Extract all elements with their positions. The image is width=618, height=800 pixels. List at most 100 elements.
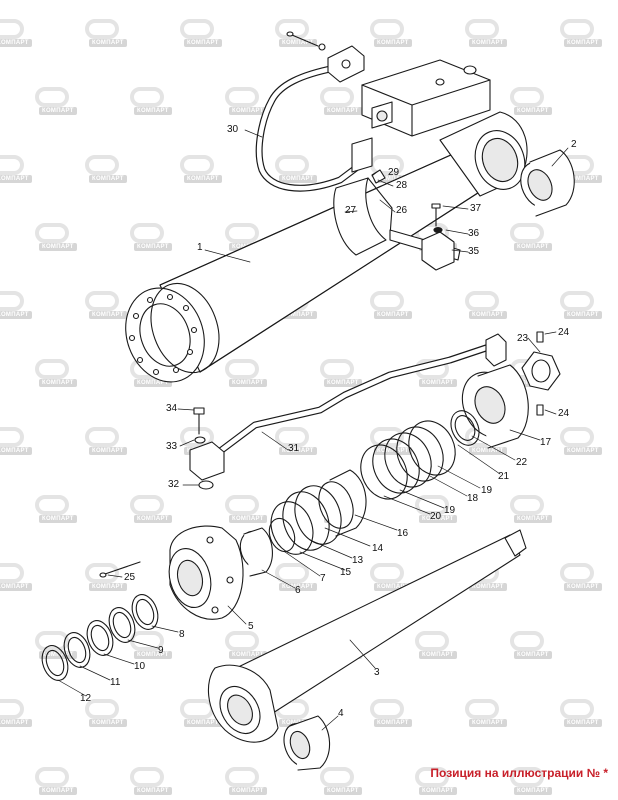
seal-rings-18-22 <box>360 410 480 500</box>
watermark-logo-icon <box>560 291 594 311</box>
watermark-text: КОМПАРТ <box>564 719 602 727</box>
callout-19a: 19 <box>481 485 493 496</box>
callout-18: 18 <box>467 493 479 504</box>
watermark-logo-icon <box>225 495 259 515</box>
watermark-text: КОМПАРТ <box>564 447 602 455</box>
callout-20: 20 <box>430 511 442 522</box>
callout-24a: 24 <box>558 327 570 338</box>
watermark-logo-icon <box>85 699 119 719</box>
callout-27: 27 <box>345 205 357 216</box>
callout-8: 8 <box>179 629 185 640</box>
watermark-text: КОМПАРТ <box>39 243 77 251</box>
callout-12: 12 <box>80 693 92 704</box>
watermark-text: КОМПАРТ <box>324 787 362 795</box>
watermark-logo-icon <box>0 19 24 39</box>
watermark-text: КОМПАРТ <box>39 787 77 795</box>
watermark-logo-icon <box>320 767 354 787</box>
watermark-text: КОМПАРТ <box>229 651 267 659</box>
watermark-logo-icon <box>560 427 594 447</box>
watermark-logo-icon <box>130 767 164 787</box>
watermark-text: КОМПАРТ <box>374 39 412 47</box>
watermark-logo-icon <box>465 699 499 719</box>
callout-28: 28 <box>396 180 408 191</box>
callout-13: 13 <box>352 555 364 566</box>
watermark-text: КОМПАРТ <box>39 107 77 115</box>
watermark-text: КОМПАРТ <box>564 175 602 183</box>
callout-4: 4 <box>338 708 344 719</box>
watermark-text: КОМПАРТ <box>89 39 127 47</box>
watermark-logo-icon <box>130 495 164 515</box>
callout-16: 16 <box>397 528 409 539</box>
watermark-logo-icon <box>85 427 119 447</box>
callout-24b: 24 <box>558 408 570 419</box>
callout-19b: 19 <box>444 505 456 516</box>
watermark-logo-icon <box>180 155 214 175</box>
watermark-text: КОМПАРТ <box>89 175 127 183</box>
watermark-text: КОМПАРТ <box>89 583 127 591</box>
watermark-text: КОМПАРТ <box>419 787 457 795</box>
watermark-text: КОМПАРТ <box>89 719 127 727</box>
watermark-logo-icon <box>35 767 69 787</box>
watermark-logo-icon <box>85 155 119 175</box>
watermark-text: КОМПАРТ <box>184 175 222 183</box>
watermark-logo-icon <box>275 19 309 39</box>
watermark-logo-icon <box>510 631 544 651</box>
rod-head-part-5 <box>99 525 244 620</box>
watermark-logo-icon <box>275 155 309 175</box>
callout-17: 17 <box>540 437 552 448</box>
callout-34: 34 <box>166 403 178 414</box>
callout-7: 7 <box>320 573 326 584</box>
watermark-logo-icon <box>180 427 214 447</box>
watermark-logo-icon <box>130 87 164 107</box>
watermark-logo-icon <box>560 563 594 583</box>
callout-25: 25 <box>124 572 136 583</box>
watermark-text: КОМПАРТ <box>564 311 602 319</box>
watermark-text: КОМПАРТ <box>374 175 412 183</box>
upper-pipe-part-30 <box>255 31 373 192</box>
watermark-text: КОМПАРТ <box>374 583 412 591</box>
bushing-part-2 <box>520 149 575 217</box>
watermark-text: КОМПАРТ <box>89 311 127 319</box>
watermark-text: КОМПАРТ <box>419 379 457 387</box>
callout-35: 35 <box>468 246 480 257</box>
watermark-logo-icon <box>560 699 594 719</box>
watermark-logo-icon <box>35 87 69 107</box>
watermark-text: КОМПАРТ <box>469 39 507 47</box>
watermark-logo-icon <box>465 19 499 39</box>
watermark-logo-icon <box>415 631 449 651</box>
watermark-logo-icon <box>85 19 119 39</box>
watermark-logo-icon <box>85 563 119 583</box>
watermark-text: КОМПАРТ <box>0 39 32 47</box>
watermark-text: КОМПАРТ <box>324 379 362 387</box>
watermark-text: КОМПАРТ <box>229 515 267 523</box>
watermark-logo-icon <box>320 359 354 379</box>
watermark-logo-icon <box>0 563 24 583</box>
seal-rings-8-12 <box>41 594 159 681</box>
lower-pipe-part-31 <box>189 333 507 490</box>
watermark-text: КОМПАРТ <box>89 447 127 455</box>
callout-6: 6 <box>295 585 301 596</box>
watermark-logo-icon <box>35 223 69 243</box>
piston-rod-part-3 <box>207 529 527 743</box>
illustration-position-caption: Позиция на иллюстрации № * <box>430 766 608 780</box>
valve-block <box>361 59 491 137</box>
watermark-text: КОМПАРТ <box>134 651 172 659</box>
watermark-text: КОМПАРТ <box>39 379 77 387</box>
watermark-text: КОМПАРТ <box>564 583 602 591</box>
watermark-text: КОМПАРТ <box>134 787 172 795</box>
watermark-text: КОМПАРТ <box>229 787 267 795</box>
watermark-text: КОМПАРТ <box>374 447 412 455</box>
callout-36: 36 <box>468 228 480 239</box>
watermark-logo-icon <box>180 19 214 39</box>
watermark-logo-icon <box>510 495 544 515</box>
watermark-logo-icon <box>370 19 404 39</box>
watermark-logo-icon <box>0 291 24 311</box>
watermark-logo-icon <box>35 631 69 651</box>
watermark-logo-icon <box>130 223 164 243</box>
watermark-text: КОМПАРТ <box>134 379 172 387</box>
watermark-logo-icon <box>35 359 69 379</box>
piston-part-17 <box>461 364 529 449</box>
watermark-text: КОМПАРТ <box>374 719 412 727</box>
